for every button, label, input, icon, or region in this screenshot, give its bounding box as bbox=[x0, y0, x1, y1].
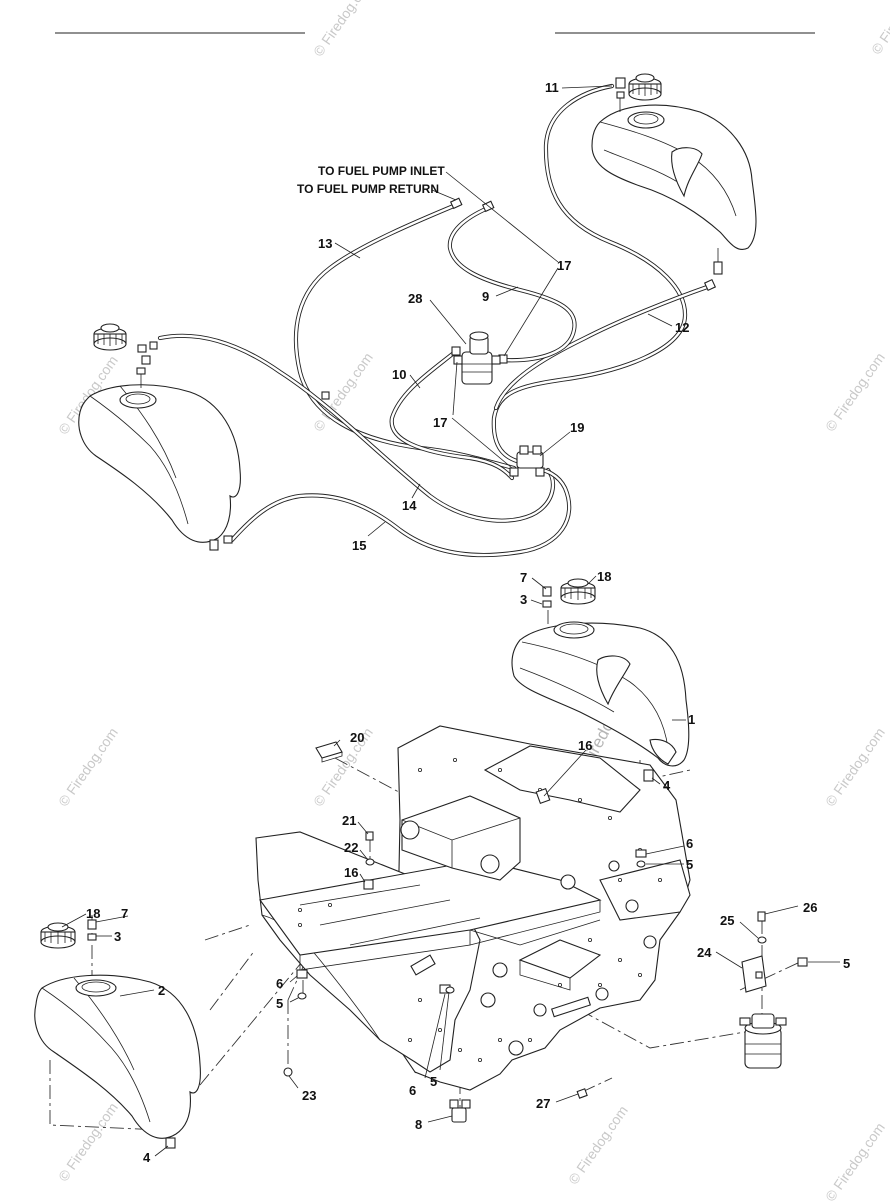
callout-5-center: 5 bbox=[430, 1074, 437, 1089]
fuel-cap-18-left bbox=[40, 922, 76, 949]
nut-5-far-right bbox=[797, 957, 808, 967]
callout-28: 28 bbox=[408, 291, 422, 306]
callout-16-right: 16 bbox=[578, 738, 592, 753]
vent-fitting-upper-left bbox=[136, 355, 151, 388]
vent-7-3-left bbox=[87, 919, 97, 941]
callout-12: 12 bbox=[675, 320, 689, 335]
callout-3-right: 3 bbox=[520, 592, 527, 607]
callout-17-upper: 17 bbox=[557, 258, 571, 273]
callout-5-right: 5 bbox=[686, 857, 693, 872]
fuel-tank-2 bbox=[34, 974, 201, 1149]
fuel-cap-18-right bbox=[560, 578, 596, 605]
fitting-16-right bbox=[535, 787, 551, 805]
bolt-26 bbox=[757, 911, 766, 922]
callout-5-far-right: 5 bbox=[843, 956, 850, 971]
callout-4-left: 4 bbox=[143, 1150, 151, 1165]
callout-15: 15 bbox=[352, 538, 366, 553]
callout-27: 27 bbox=[536, 1096, 550, 1111]
fuel-cap-upper-left bbox=[93, 323, 127, 351]
callout-9: 9 bbox=[482, 289, 489, 304]
callout-13: 13 bbox=[318, 236, 332, 251]
fuel-hose-13 bbox=[293, 202, 517, 471]
fuel-pump-lower bbox=[739, 1013, 787, 1069]
callout-10: 10 bbox=[392, 367, 406, 382]
fuel-tank-1 bbox=[511, 621, 690, 767]
grommet-23 bbox=[283, 1067, 293, 1077]
callout-18-right: 18 bbox=[597, 569, 611, 584]
bolt-27 bbox=[576, 1088, 588, 1099]
fuel-hose-9 bbox=[447, 205, 577, 363]
fuel-hose-15 bbox=[229, 467, 572, 558]
fitting-8 bbox=[449, 1099, 471, 1123]
fitting-4-right bbox=[643, 769, 654, 782]
vent-7-3-right bbox=[542, 586, 552, 608]
bracket-20 bbox=[315, 741, 343, 763]
bolt-21 bbox=[365, 831, 374, 841]
callout-24: 24 bbox=[697, 945, 712, 960]
callout-16-left: 16 bbox=[344, 865, 358, 880]
callout-17-lower: 17 bbox=[433, 415, 447, 430]
callout-5-left: 5 bbox=[276, 996, 283, 1011]
callout-1: 1 bbox=[688, 712, 695, 727]
callout-6-center: 6 bbox=[409, 1083, 416, 1098]
callout-18-left: 18 bbox=[86, 906, 100, 921]
callout-23: 23 bbox=[302, 1088, 316, 1103]
washer-25 bbox=[757, 936, 767, 944]
callout-14: 14 bbox=[402, 498, 417, 513]
callout-25: 25 bbox=[720, 913, 734, 928]
callout-8: 8 bbox=[415, 1117, 422, 1132]
callout-numbers: 11 13 17 9 28 12 10 17 19 14 15 7 18 3 1… bbox=[86, 80, 850, 1165]
callout-2: 2 bbox=[158, 983, 165, 998]
callout-21: 21 bbox=[342, 813, 356, 828]
fuel-hose-12 bbox=[493, 283, 713, 411]
callout-6-right: 6 bbox=[686, 836, 693, 851]
callout-20: 20 bbox=[350, 730, 364, 745]
bracket-24 bbox=[741, 955, 767, 993]
callout-6-left: 6 bbox=[276, 976, 283, 991]
leader-lines bbox=[61, 85, 840, 1157]
nut-6-5-right bbox=[635, 849, 647, 868]
callout-19: 19 bbox=[570, 420, 584, 435]
callout-26: 26 bbox=[803, 900, 817, 915]
callout-7-right: 7 bbox=[520, 570, 527, 585]
chassis-frame bbox=[255, 725, 691, 1091]
vent-fitting-upper-right bbox=[615, 77, 626, 112]
callout-11: 11 bbox=[545, 80, 559, 95]
fuel-hose-14 bbox=[157, 333, 556, 523]
nut-6-5-left bbox=[296, 969, 308, 1000]
note-fuel-pump-inlet: TO FUEL PUMP INLET bbox=[318, 164, 445, 178]
fuel-valve-28 bbox=[453, 331, 501, 385]
callout-22: 22 bbox=[344, 840, 358, 855]
note-fuel-pump-return: TO FUEL PUMP RETURN bbox=[297, 182, 439, 196]
callout-7-left: 7 bbox=[121, 906, 128, 921]
callout-3-left: 3 bbox=[114, 929, 121, 944]
washer-22 bbox=[365, 858, 375, 866]
fitting-16-left bbox=[363, 879, 374, 890]
fuel-tee-19 bbox=[509, 445, 545, 477]
fuel-tank-upper-left bbox=[78, 384, 241, 551]
callout-4-right: 4 bbox=[663, 778, 671, 793]
fuel-tank-upper-right bbox=[591, 104, 757, 275]
nut-6-5-center bbox=[439, 984, 455, 994]
fuel-hose-10 bbox=[389, 349, 515, 481]
fuel-cap-upper-right bbox=[628, 73, 662, 101]
